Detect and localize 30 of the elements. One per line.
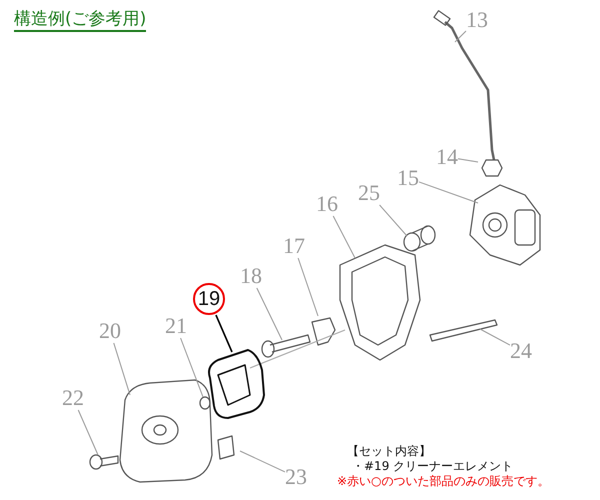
callout-number: 23 [285, 465, 307, 489]
callout-number: 15 [397, 166, 419, 190]
leader-line [298, 258, 318, 316]
callout-number: 14 [436, 145, 458, 169]
leader-line [454, 30, 466, 42]
callout-number: 25 [358, 181, 380, 205]
callout-number: 20 [99, 319, 121, 343]
callout-number: 21 [165, 314, 187, 338]
callout-number: 17 [283, 234, 305, 258]
set-contents-heading: 【セット内容】 [347, 444, 431, 458]
callout-number: 13 [466, 8, 488, 32]
callout-number: 18 [240, 264, 262, 288]
callout-number: 22 [62, 386, 84, 410]
leader-line [180, 338, 204, 398]
circled-callout-number: 19 [193, 283, 225, 315]
leader-line [240, 450, 286, 472]
leader-line [418, 181, 478, 204]
leader-line [458, 158, 478, 162]
leader-line [480, 328, 510, 346]
callout-number: 16 [316, 192, 338, 216]
set-contents-item: ・#19 クリーナーエレメント [352, 459, 514, 473]
sales-note: ※赤い○のついた部品のみの販売です。 [337, 474, 550, 488]
leader-line [332, 216, 356, 258]
callout-number: 24 [510, 339, 532, 363]
leader-line [379, 204, 408, 236]
leader-line [113, 342, 130, 396]
leader-line [215, 314, 233, 352]
leader-line [78, 410, 98, 456]
title: 構造例(ご参考用) [14, 8, 146, 32]
leader-line [256, 288, 282, 340]
